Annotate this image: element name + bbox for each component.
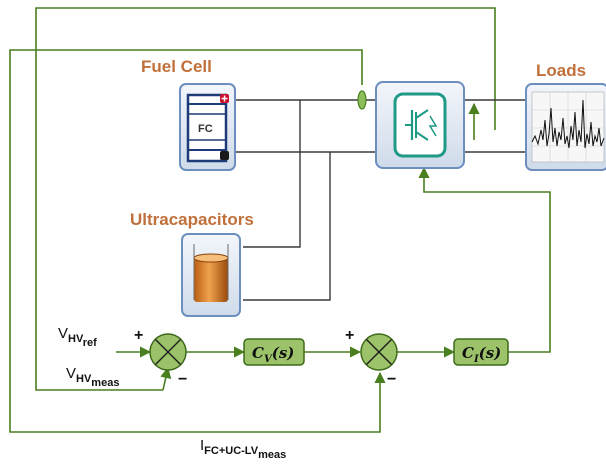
sum1-plus-sign: +: [134, 327, 143, 344]
uc-line-top: [243, 100, 301, 248]
sum1-minus-sign: −: [178, 371, 187, 388]
ultracapacitor-block[interactable]: [181, 233, 241, 317]
fuel-cell-block[interactable]: FC: [179, 83, 236, 171]
fuel-cell-icon: FC: [186, 93, 229, 163]
power-lines: [232, 99, 528, 301]
voltage-feedback-line: [35, 7, 496, 391]
uc-line-bottom: [243, 152, 331, 301]
loads-block[interactable]: [525, 83, 606, 171]
voltage-controller-label: CV(s): [252, 344, 294, 365]
i-meas-label: IFC+UC-LVmeas: [200, 437, 286, 461]
fuel-cell-inner-label: FC: [198, 123, 213, 135]
fuel-cell-label: Fuel Cell: [141, 57, 212, 76]
current-controller-label: CI(s): [462, 344, 501, 365]
current-controller-block[interactable]: CI(s): [453, 338, 509, 366]
signal-lines: [9, 7, 551, 433]
ultracapacitor-icon: [193, 244, 229, 302]
converter-icon: [393, 92, 447, 158]
current-sensor-icon: [357, 90, 367, 110]
load-waveform-icon: [531, 91, 605, 163]
v-meas-label: VHVmeas: [66, 365, 119, 389]
current-feedback-line: [9, 49, 386, 433]
v-ref-label: VHVref: [58, 325, 97, 349]
summing-junction-2: [360, 333, 398, 371]
sum2-minus-sign: −: [387, 371, 396, 388]
loads-label: Loads: [536, 61, 586, 80]
sum2-plus-sign: +: [345, 327, 354, 344]
voltage-feedback-arrow: [160, 366, 172, 391]
converter-block[interactable]: [375, 81, 465, 169]
ci-to-converter-line: [418, 166, 551, 353]
ultracapacitors-label: Ultracapacitors: [130, 210, 254, 229]
summing-junction-1: [149, 333, 187, 371]
voltage-controller-block[interactable]: CV(s): [243, 338, 305, 366]
